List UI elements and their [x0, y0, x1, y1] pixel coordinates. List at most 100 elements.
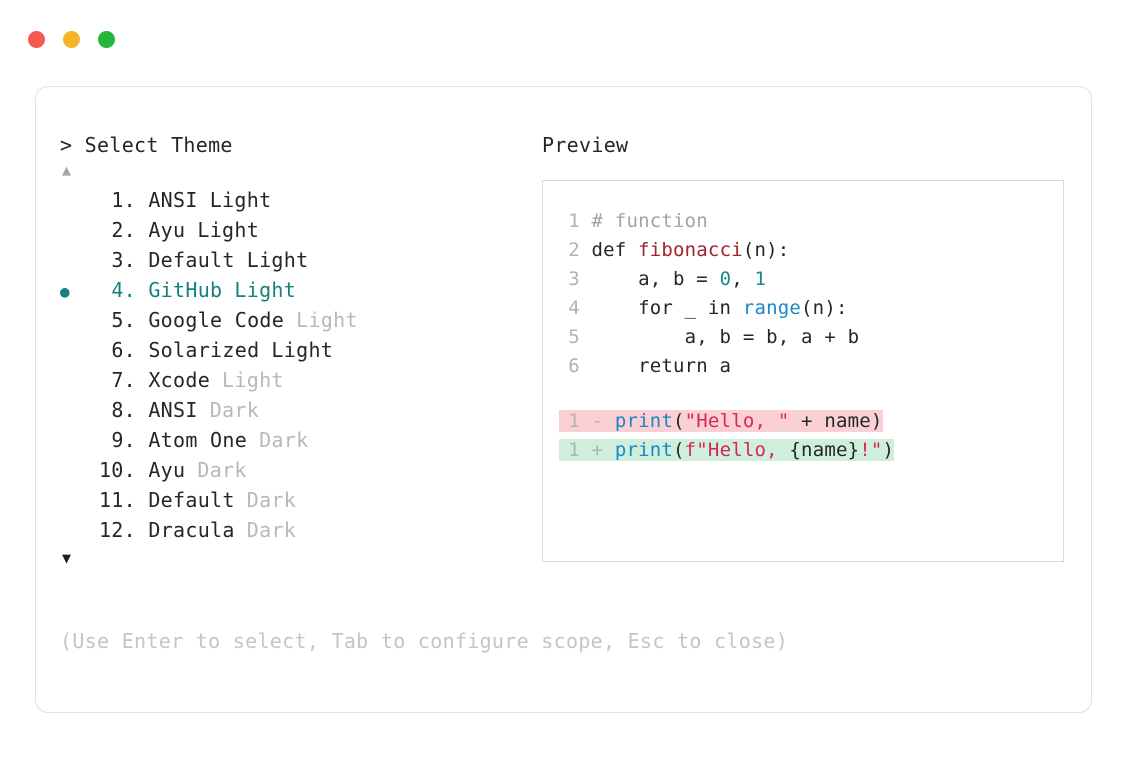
- gutter-gap: [580, 326, 592, 348]
- code-token-num: 0: [719, 268, 732, 290]
- scroll-up-icon[interactable]: ▲: [62, 161, 72, 179]
- line-number: 3: [568, 268, 580, 290]
- theme-item-number: 10.: [98, 458, 136, 482]
- theme-item-name: ANSI: [136, 188, 198, 212]
- code-line: 5 a, b = b, a + b: [559, 323, 1063, 352]
- theme-item-number: 3.: [111, 248, 136, 272]
- theme-item-mode: Light: [222, 368, 284, 392]
- code-token-plain: a, b = b, a + b: [591, 326, 860, 348]
- theme-item-mode: Dark: [197, 458, 247, 482]
- code-token-plain: ,: [731, 268, 755, 290]
- code-line: 1 # function: [559, 207, 1063, 236]
- code-token-string: "Hello, ": [684, 410, 790, 432]
- line-number: 6: [568, 355, 580, 377]
- selected-bullet-icon: ●: [60, 277, 90, 307]
- theme-item-number: 4.: [111, 278, 136, 302]
- gutter-gap: [580, 355, 592, 377]
- code-token-string: !": [859, 439, 883, 461]
- theme-item-number: 5.: [111, 308, 136, 332]
- line-number: 1: [568, 439, 580, 461]
- window-traffic-lights: [28, 31, 115, 48]
- theme-item-mode: Light: [234, 278, 297, 302]
- code-token-plain: (: [673, 410, 685, 432]
- line-number: 5: [568, 326, 580, 348]
- theme-item-mode: Dark: [259, 428, 309, 452]
- code-line: 4 for _ in range(n):: [559, 294, 1063, 323]
- theme-item-name: Default: [136, 488, 235, 512]
- gutter-gap: [580, 210, 592, 232]
- theme-item-name: Google Code: [136, 308, 285, 332]
- code-token-plain: {name}: [789, 439, 860, 461]
- theme-item-mode: Light: [209, 188, 272, 212]
- code-token-string: f"Hello,: [684, 439, 790, 461]
- diff-line-add: 1 + print(f"Hello, {name}!"): [559, 436, 1063, 465]
- diff-highlight: 1 + print(f"Hello, {name}!"): [559, 439, 895, 461]
- diff-highlight: 1 - print("Hello, " + name): [559, 410, 883, 432]
- scroll-down-icon[interactable]: ▼: [62, 549, 72, 567]
- theme-item-name: Ayu: [136, 458, 186, 482]
- code-line: 6 return a: [559, 352, 1063, 381]
- theme-item-name: Xcode: [136, 368, 211, 392]
- code-token-builtin: print: [614, 439, 674, 461]
- theme-item-number: 2.: [111, 218, 136, 242]
- code-token-plain: ): [882, 439, 895, 461]
- minimize-window-button[interactable]: [63, 31, 80, 48]
- theme-item-mode: Dark: [246, 518, 297, 542]
- code-token-builtin: print: [614, 410, 674, 432]
- maximize-window-button[interactable]: [98, 31, 115, 48]
- theme-item-mode: Dark: [246, 488, 297, 512]
- theme-item-number: 9.: [111, 428, 136, 452]
- theme-item-number: 7.: [111, 368, 136, 392]
- code-line: 3 a, b = 0, 1: [559, 265, 1063, 294]
- code-spacer: [559, 381, 1063, 407]
- theme-item-number: 11.: [98, 488, 136, 512]
- code-token-builtin: range: [742, 297, 802, 319]
- gutter-gap: [580, 239, 592, 261]
- code-token-plain: (n):: [801, 297, 848, 319]
- page-title: > Select Theme: [60, 133, 233, 157]
- theme-item-number: 1.: [111, 188, 136, 212]
- theme-item-number: 12.: [98, 518, 136, 542]
- code-token-plain: (n):: [742, 239, 790, 261]
- theme-item-name: Ayu: [136, 218, 186, 242]
- bullet-glyph: ●: [60, 282, 70, 301]
- close-window-button[interactable]: [28, 31, 45, 48]
- diff-marker: +: [579, 439, 615, 461]
- theme-item-name: Atom One: [136, 428, 248, 452]
- theme-item-number: 6.: [111, 338, 136, 362]
- code-token-keyword: def: [591, 239, 639, 261]
- diff-line-del: 1 - print("Hello, " + name): [559, 407, 1063, 436]
- theme-item-name: Default: [136, 248, 235, 272]
- code-line: 2 def fibonacci(n):: [559, 236, 1063, 265]
- code-token-plain: return a: [591, 355, 732, 377]
- code-token-comment: # function: [591, 210, 708, 232]
- code-token-plain: (: [673, 439, 685, 461]
- line-number: 1: [568, 410, 580, 432]
- theme-item-mode: Light: [197, 218, 260, 242]
- theme-item-mode: Dark: [209, 398, 260, 422]
- theme-item-number: 8.: [111, 398, 136, 422]
- theme-item-name: ANSI: [136, 398, 198, 422]
- gutter-gap: [580, 268, 592, 290]
- preview-label: Preview: [542, 133, 629, 157]
- keyboard-hint: (Use Enter to select, Tab to configure s…: [60, 629, 789, 653]
- theme-item-name: Solarized: [136, 338, 260, 362]
- gutter-gap: [580, 297, 592, 319]
